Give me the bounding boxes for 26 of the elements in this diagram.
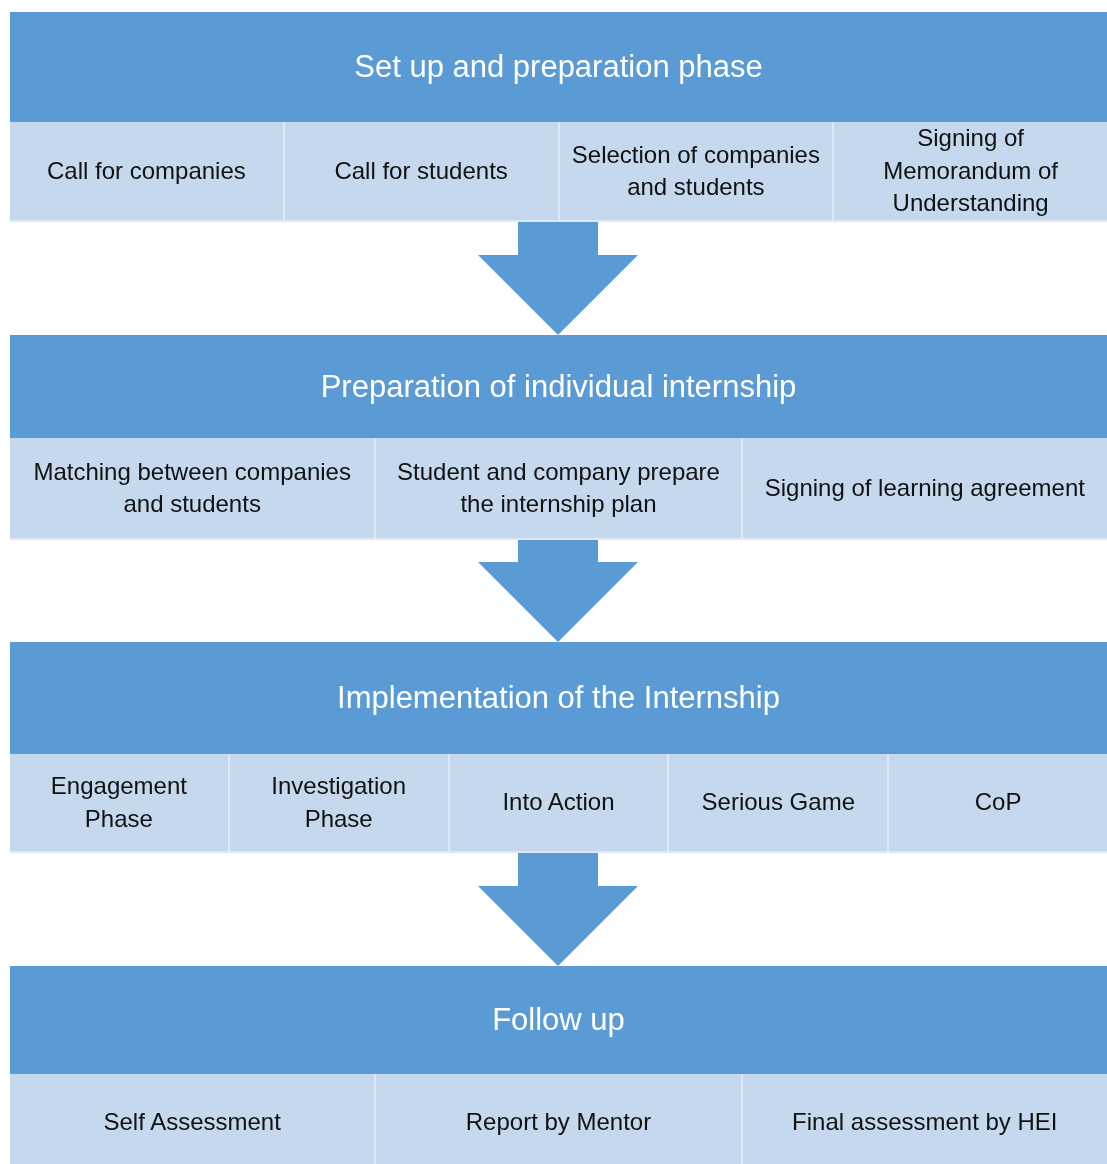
step-box: Into Action bbox=[447, 754, 668, 853]
step-box: Self Assessment bbox=[10, 1074, 375, 1164]
phase-title: Follow up bbox=[492, 1002, 625, 1038]
step-box: Call for companies bbox=[10, 122, 283, 222]
phase-panel bbox=[10, 642, 1107, 853]
step-box: Matching between companies and students bbox=[10, 438, 375, 540]
phase-title: Implementation of the Internship bbox=[337, 680, 780, 716]
step-box: Student and company prepare the internship plan bbox=[374, 438, 741, 540]
phase-panel bbox=[10, 335, 1107, 540]
step-box: Serious Game bbox=[667, 754, 888, 853]
step-box: Signing of Memorandum of Understanding bbox=[832, 122, 1107, 222]
step-box: Final assessment by HEI bbox=[740, 1074, 1107, 1164]
phase-title: Preparation of individual internship bbox=[320, 368, 797, 405]
step-box: Signing of learning agreement bbox=[740, 438, 1107, 540]
step-box: Report by Mentor bbox=[374, 1074, 741, 1164]
phase-panel bbox=[10, 12, 1107, 222]
step-box: Investigation Phase bbox=[227, 754, 448, 853]
block-arrow bbox=[478, 540, 638, 642]
step-box: Selection of companies and students bbox=[557, 122, 833, 222]
phase-panel bbox=[10, 966, 1107, 1164]
block-arrow bbox=[478, 853, 638, 966]
block-arrow bbox=[478, 222, 638, 335]
step-box: Engagement Phase bbox=[10, 754, 228, 853]
step-box: CoP bbox=[887, 754, 1107, 853]
step-box: Call for students bbox=[282, 122, 558, 222]
phase-title: Set up and preparation phase bbox=[354, 49, 763, 85]
